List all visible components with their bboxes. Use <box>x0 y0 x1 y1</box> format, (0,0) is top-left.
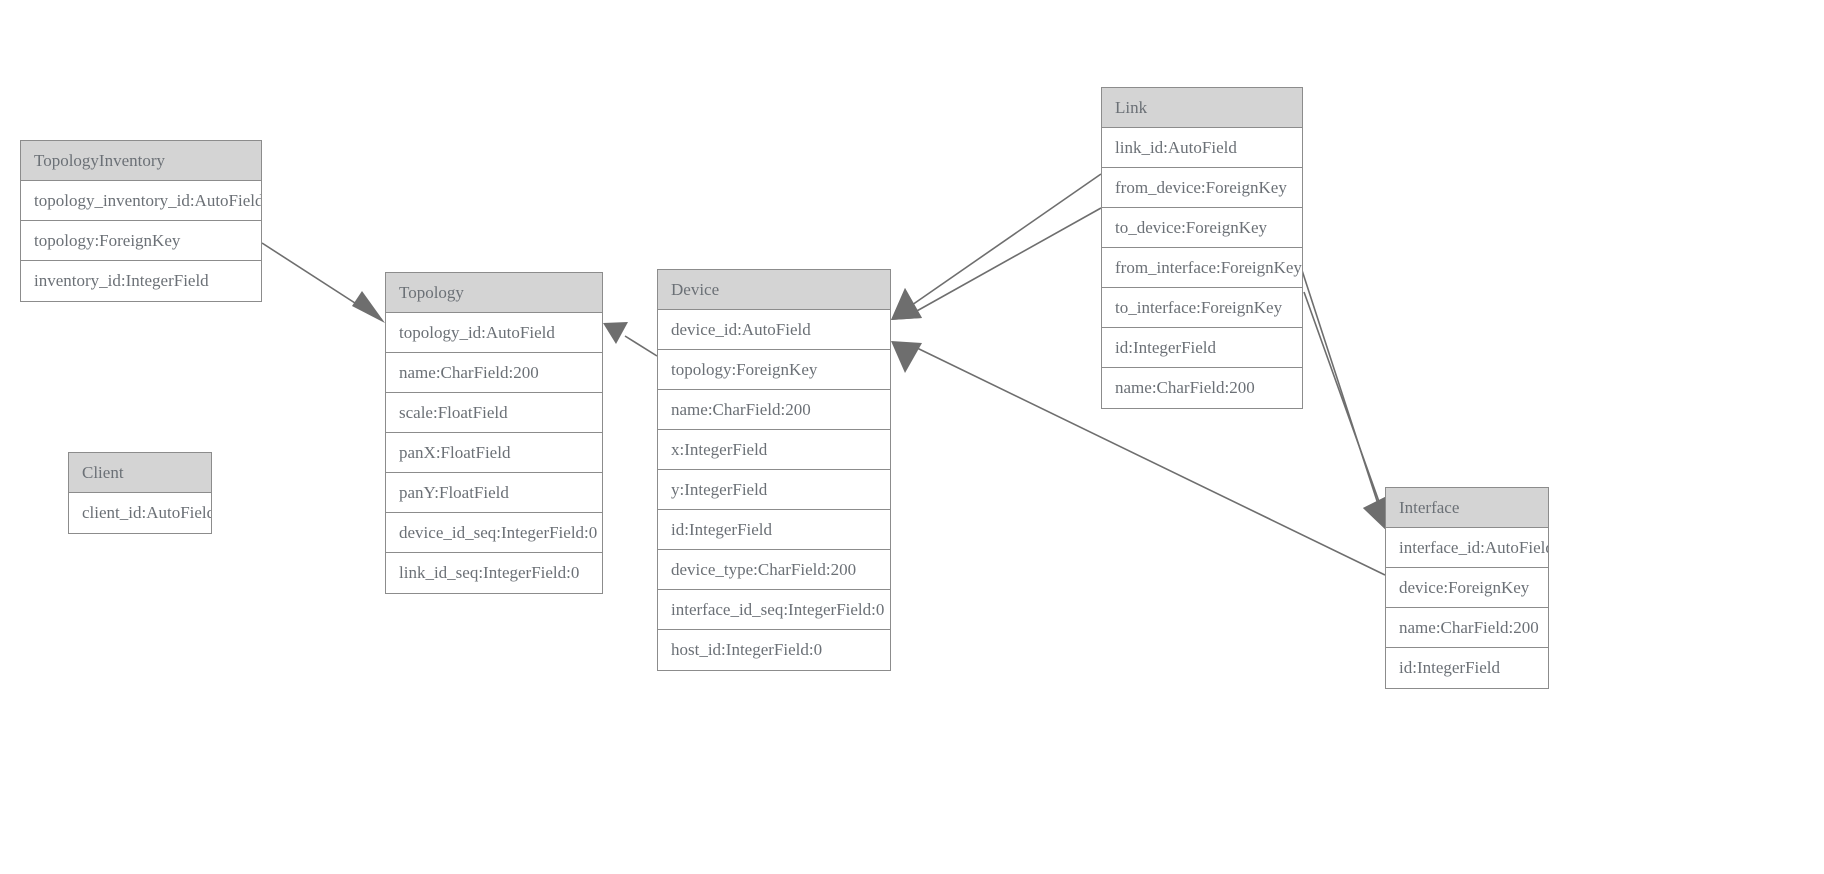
edge-link-to-device-to-device <box>891 207 1102 320</box>
edge-link-from-device-to-device <box>891 173 1102 320</box>
entity-title-device: Device <box>658 270 890 310</box>
field-row: interface_id:AutoField <box>1386 528 1548 568</box>
field-row: panY:FloatField <box>386 473 602 513</box>
field-row: inventory_id:IntegerField <box>21 261 261 301</box>
field-row: to_device:ForeignKey <box>1102 208 1302 248</box>
entity-title-link: Link <box>1102 88 1302 128</box>
entity-title-interface: Interface <box>1386 488 1548 528</box>
entity-topology-inventory[interactable]: TopologyInventory topology_inventory_id:… <box>20 140 262 302</box>
entity-title-topology: Topology <box>386 273 602 313</box>
entity-topology[interactable]: Topology topology_id:AutoField name:Char… <box>385 272 603 594</box>
field-row: topology_inventory_id:AutoField <box>21 181 261 221</box>
field-row: topology:ForeignKey <box>658 350 890 390</box>
field-row: from_device:ForeignKey <box>1102 168 1302 208</box>
field-row: id:IntegerField <box>1386 648 1548 688</box>
entity-device[interactable]: Device device_id:AutoField topology:Fore… <box>657 269 891 671</box>
field-row: name:CharField:200 <box>658 390 890 430</box>
field-row: device_type:CharField:200 <box>658 550 890 590</box>
field-row: name:CharField:200 <box>1102 368 1302 408</box>
field-row: y:IntegerField <box>658 470 890 510</box>
field-row: device_id:AutoField <box>658 310 890 350</box>
edge-device-to-topology <box>603 322 658 357</box>
field-row: client_id:AutoField <box>69 493 211 533</box>
field-row: host_id:IntegerField:0 <box>658 630 890 670</box>
field-row: device:ForeignKey <box>1386 568 1548 608</box>
field-row: device_id_seq:IntegerField:0 <box>386 513 602 553</box>
field-row: x:IntegerField <box>658 430 890 470</box>
field-row: id:IntegerField <box>658 510 890 550</box>
field-row: name:CharField:200 <box>386 353 602 393</box>
edge-link-to-interface-to-interface <box>1303 291 1387 531</box>
field-row: link_id:AutoField <box>1102 128 1302 168</box>
field-row: link_id_seq:IntegerField:0 <box>386 553 602 593</box>
entity-client[interactable]: Client client_id:AutoField <box>68 452 212 534</box>
field-row: panX:FloatField <box>386 433 602 473</box>
field-row: from_interface:ForeignKey <box>1102 248 1302 288</box>
field-row: to_interface:ForeignKey <box>1102 288 1302 328</box>
field-row: scale:FloatField <box>386 393 602 433</box>
entity-interface[interactable]: Interface interface_id:AutoField device:… <box>1385 487 1549 689</box>
entity-title-topology-inventory: TopologyInventory <box>21 141 261 181</box>
field-row: name:CharField:200 <box>1386 608 1548 648</box>
field-row: topology:ForeignKey <box>21 221 261 261</box>
field-row: interface_id_seq:IntegerField:0 <box>658 590 890 630</box>
entity-link[interactable]: Link link_id:AutoField from_device:Forei… <box>1101 87 1303 409</box>
field-row: id:IntegerField <box>1102 328 1302 368</box>
entity-title-client: Client <box>69 453 211 493</box>
field-row: topology_id:AutoField <box>386 313 602 353</box>
edge-topologyinventory-to-topology <box>261 242 385 323</box>
edge-link-from-interface-to-interface <box>1297 257 1387 531</box>
